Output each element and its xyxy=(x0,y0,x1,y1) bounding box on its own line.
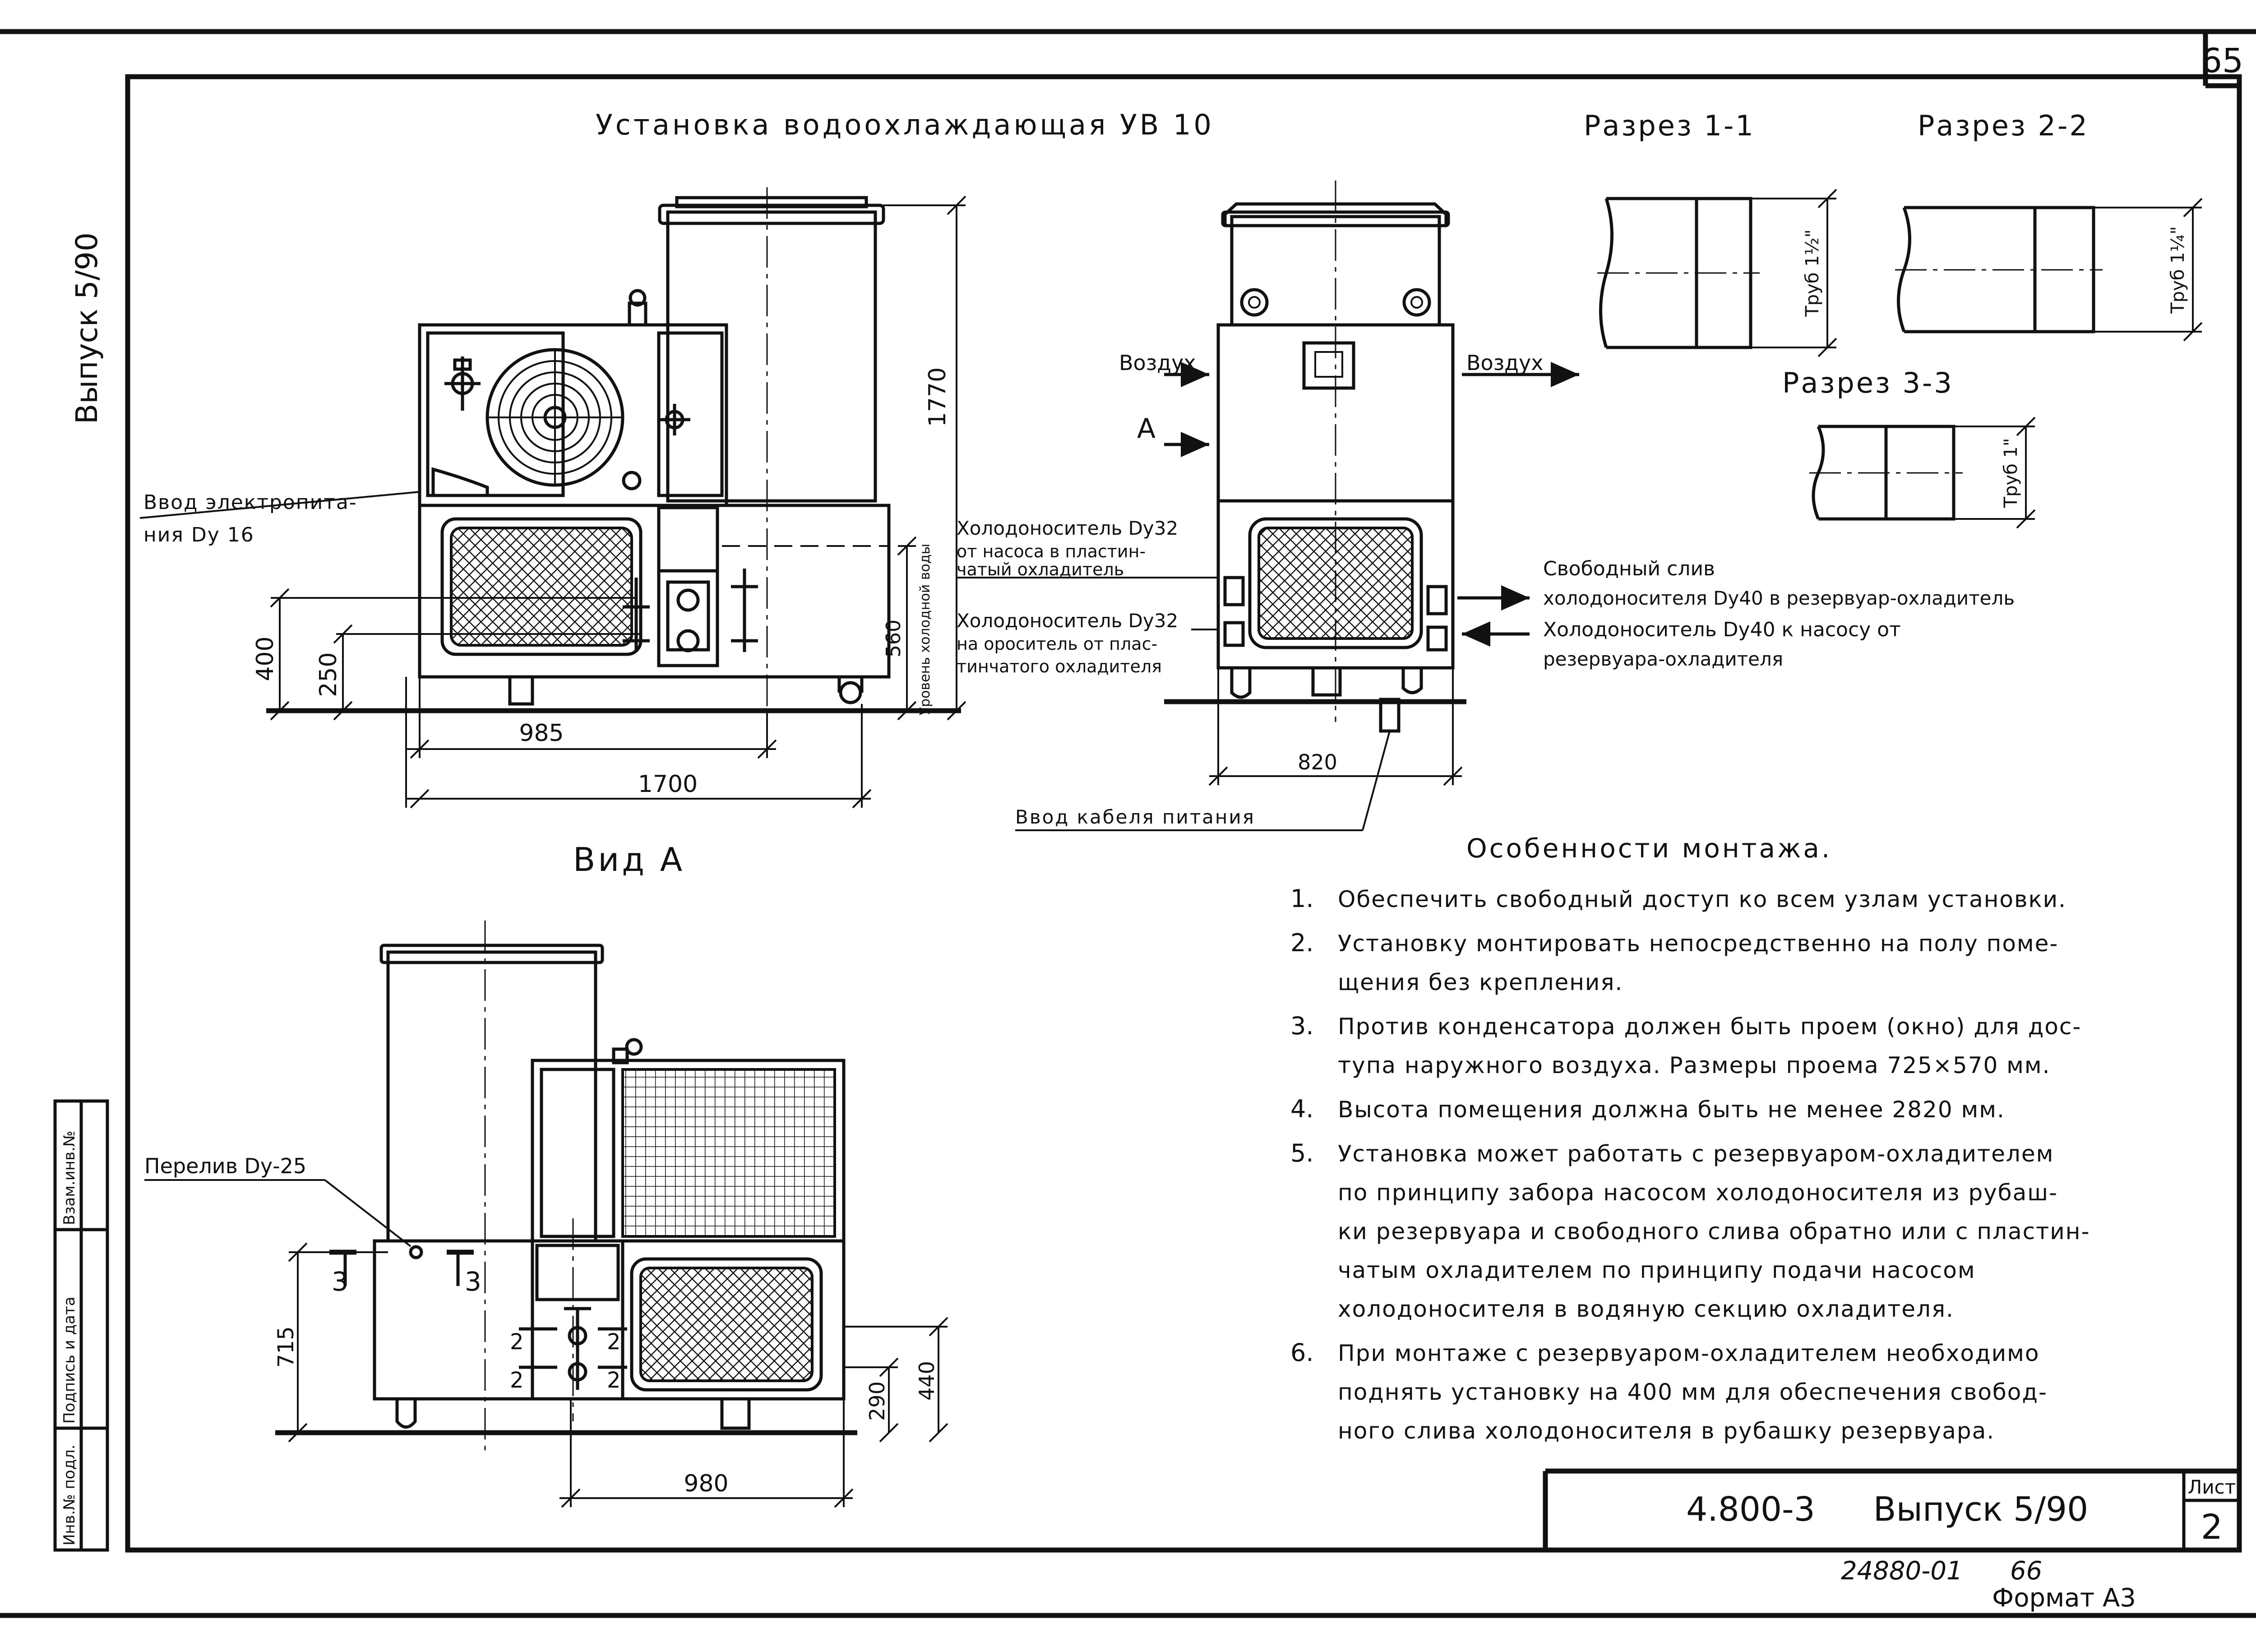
note-number: 1. xyxy=(1290,884,1314,913)
dim-980: 980 xyxy=(684,1470,728,1497)
air-out-label: Воздух xyxy=(1466,351,1543,375)
doc-code: 4.800-3 xyxy=(1686,1490,1815,1529)
dim-440: 440 xyxy=(915,1361,939,1401)
coolant-from-pump-1: Холодоноситель Dу32 xyxy=(957,517,1178,539)
main-title: Установка водоохлаждающая УВ 10 xyxy=(596,108,1214,141)
note-number: 6. xyxy=(1290,1338,1314,1367)
note-line: ного слива холодоносителя в рубашку резе… xyxy=(1338,1418,1995,1444)
view-a-drawing xyxy=(144,921,948,1508)
coolant-from-pump-2: от насоса в пластин- xyxy=(957,541,1146,561)
dim-820: 820 xyxy=(1298,750,1337,774)
title-block-issue: Выпуск 5/90 xyxy=(1873,1490,2088,1529)
coolant-sprinkler-2: на ороситель от плас- xyxy=(957,634,1157,654)
free-drain-1: Свободный слив xyxy=(1543,557,1715,580)
cut-mark-3-right: 3 xyxy=(465,1266,481,1297)
note-number: 5. xyxy=(1290,1139,1314,1167)
note-line: Против конденсатора должен быть проем (о… xyxy=(1338,1013,2081,1040)
dim-400: 400 xyxy=(252,636,279,681)
section-3-pipe: Труб 1" xyxy=(2001,438,2021,509)
marker-a: А xyxy=(1137,413,1156,444)
note-line: ки резервуара и свободного слива обратно… xyxy=(1338,1218,2090,1245)
dim-250: 250 xyxy=(315,652,342,697)
coolant-from-pump-3: чатый охладитель xyxy=(957,560,1124,579)
note-line: Установка может работать с резервуаром-о… xyxy=(1338,1141,2054,1167)
note-number: 4. xyxy=(1290,1095,1314,1123)
view-a-title: Вид А xyxy=(573,841,685,879)
note-line: поднять установку на 400 мм для обеспече… xyxy=(1338,1379,2048,1405)
side-columns: Инв.№ подл. Подпись и дата Взам.инв.№ xyxy=(53,1099,109,1552)
copy-number: 66 xyxy=(2010,1556,2042,1586)
front-view xyxy=(139,187,961,713)
power-input-label-2: ния Dу 16 xyxy=(143,523,254,546)
air-in-label: Воздух xyxy=(1119,351,1196,375)
notes-heading: Особенности монтажа. xyxy=(1466,833,1832,864)
note-number: 3. xyxy=(1290,1012,1314,1040)
section-1-drawing xyxy=(1597,189,1837,357)
free-drain-2: холодоносителя Dу40 в резервуар-охладите… xyxy=(1543,587,2015,609)
cut-mark-2-a: 2 xyxy=(510,1329,524,1355)
section-2-title: Разрез 2-2 xyxy=(1918,109,2089,142)
section-2-pipe: Труб 1¼" xyxy=(2168,226,2188,314)
side-column-signature: Подпись и дата xyxy=(60,1296,79,1424)
side-column-inv: Инв.№ подл. xyxy=(60,1444,79,1546)
cable-input-label: Ввод кабеля питания xyxy=(1015,806,1255,828)
dim-985: 985 xyxy=(519,720,564,747)
note-line: тупа наружного воздуха. Размеры проема 7… xyxy=(1338,1052,2051,1078)
cut-mark-2-c: 2 xyxy=(510,1368,524,1393)
coolant-to-pump-1: Холодоноситель Dу40 к насосу от xyxy=(1543,618,1901,641)
section-1-title: Разрез 1-1 xyxy=(1584,109,1755,142)
fan-icon xyxy=(485,348,624,487)
front-view-dimensions xyxy=(270,195,966,809)
note-line: Высота помещения должна быть не менее 28… xyxy=(1338,1097,2005,1123)
overflow-label: Перелив Dу-25 xyxy=(144,1154,306,1178)
notes-list: 1. Обеспечить свободный доступ ко всем уз… xyxy=(1290,884,2090,1444)
cut-mark-2-b: 2 xyxy=(607,1329,621,1355)
side-view xyxy=(957,180,1579,831)
coolant-to-pump-2: резервуара-охладителя xyxy=(1543,648,1783,670)
sheet-frame xyxy=(0,29,2256,1618)
dim-715: 715 xyxy=(273,1326,299,1368)
dim-1700: 1700 xyxy=(638,771,698,798)
coolant-sprinkler-1: Холодоноситель Dу32 xyxy=(957,610,1178,632)
section-2-drawing xyxy=(1895,198,2203,342)
title-block xyxy=(1543,1468,2239,1550)
note-line: Обеспечить свободный доступ ко всем узла… xyxy=(1338,886,2066,912)
section-3-title: Разрез 3-3 xyxy=(1782,366,1954,399)
note-line: Установку монтировать непосредственно на… xyxy=(1338,930,2058,957)
side-stamp: Выпуск 5/90 xyxy=(69,232,104,424)
note-line: по принципу забора насосом холодоносител… xyxy=(1338,1180,2058,1206)
archive-number: 24880-01 xyxy=(1841,1556,1963,1586)
format-label: Формат А3 xyxy=(1992,1583,2136,1613)
note-line: При монтаже с резервуаром-охладителем не… xyxy=(1338,1340,2039,1366)
note-line: чатым охладителем по принципу подачи нас… xyxy=(1338,1257,1976,1283)
coolant-sprinkler-3: тинчатого охладителя xyxy=(957,657,1162,676)
sheet-label: Лист xyxy=(2188,1476,2236,1498)
cut-mark-3-left: 3 xyxy=(332,1266,348,1297)
section-1-pipe: Труб 1½" xyxy=(1802,229,1823,317)
dim-560: 560 xyxy=(882,620,905,657)
sheet-number: 2 xyxy=(2201,1507,2223,1547)
side-column-replace: Взам.инв.№ xyxy=(60,1131,79,1225)
switch-icon xyxy=(444,356,481,411)
cut-mark-2-d: 2 xyxy=(607,1368,621,1393)
section-3-drawing xyxy=(1809,416,2036,529)
dim-1770: 1770 xyxy=(924,367,951,427)
note-number: 2. xyxy=(1290,929,1314,957)
dim-290: 290 xyxy=(865,1381,889,1421)
page-number: 65 xyxy=(2201,42,2243,80)
note-line: щения без крепления. xyxy=(1338,969,1623,995)
water-level-label: Уровень холодной воды xyxy=(917,544,933,716)
power-input-label: Ввод электропита- xyxy=(143,491,357,514)
note-line: холодоносителя в водяную секцию охладите… xyxy=(1338,1296,1954,1322)
